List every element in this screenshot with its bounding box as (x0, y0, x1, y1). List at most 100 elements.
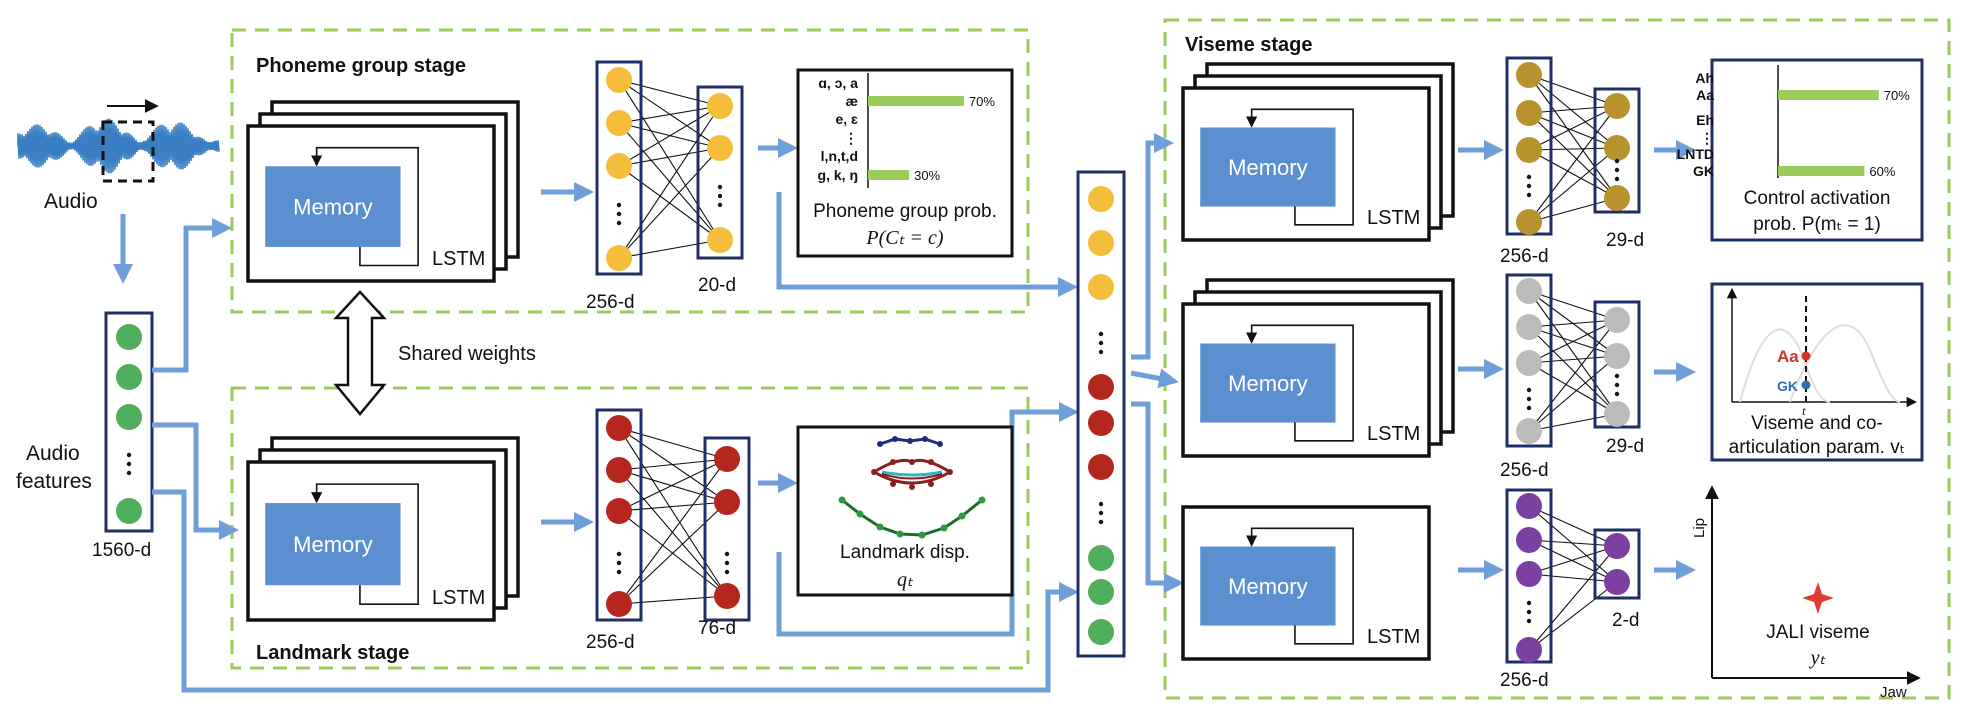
neuron (707, 227, 733, 253)
chart-bar-value: 60% (1869, 164, 1895, 179)
landmark-dim-256: 256-d (586, 632, 635, 653)
connection (1528, 505, 1618, 547)
chart-row-label: Eh (1696, 112, 1714, 128)
audio-features-label-2: features (16, 470, 92, 493)
chart-bar (868, 170, 910, 180)
ellipsis-dot (616, 202, 622, 208)
phoneme-chart-caption-1: Phoneme group prob. (813, 201, 997, 222)
time-tick-label: t (1802, 403, 1806, 418)
neuron (116, 404, 142, 430)
neuron (606, 153, 632, 179)
connection (618, 458, 728, 471)
neuron (1088, 410, 1114, 436)
dense-layer-landmark (595, 408, 751, 622)
connection (1528, 545, 1618, 651)
chart-row-label: e, ɛ (835, 111, 858, 127)
landmark-displacement-panel (796, 425, 1014, 597)
control-caption-1: Control activation (1744, 188, 1891, 209)
ellipsis-dot (1526, 405, 1532, 411)
neuron (1516, 493, 1542, 519)
neuron (1088, 230, 1114, 256)
connection (618, 458, 728, 605)
memory-cell (1200, 127, 1336, 207)
connection (618, 147, 721, 167)
chart-row-label: GK (1693, 163, 1714, 179)
neuron (1604, 185, 1630, 211)
memory-label: Memory (293, 195, 372, 220)
phoneme-stage-box (230, 28, 1030, 314)
chart-bar (868, 96, 964, 106)
phoneme-stage-title: Phoneme group stage (256, 55, 466, 77)
lstm-label: LSTM (432, 587, 485, 609)
neuron (1516, 278, 1542, 304)
connection (618, 458, 728, 512)
ellipsis-dot (616, 551, 622, 557)
connection (1528, 149, 1618, 199)
neuron (1088, 619, 1114, 645)
connection (1528, 105, 1618, 114)
ellipsis-dot (1614, 158, 1620, 164)
control-activation-chart (1710, 58, 1924, 242)
connection (618, 239, 721, 259)
coarticulation-plot (1726, 287, 1918, 408)
chart-bar-value: 30% (914, 168, 940, 183)
neuron (1604, 135, 1630, 161)
ellipsis-dot (1098, 510, 1104, 516)
recurrent-loop (1246, 108, 1354, 226)
recurrent-loop (1246, 527, 1354, 645)
coarticulation-caption-2: articulation param. vₜ (1729, 437, 1906, 458)
chart-bar-value: 70% (1884, 88, 1910, 103)
audio-feature-neurons (116, 324, 142, 524)
ellipsis-dot (126, 470, 132, 476)
jali-ylabel: Lip (1691, 518, 1708, 538)
ellipsis-dot (717, 202, 723, 208)
neuron (1088, 454, 1114, 480)
ellipsis-dot (724, 569, 730, 575)
chart-row-label: Ah (1695, 70, 1714, 86)
neuron (1516, 137, 1542, 163)
layer-column (595, 408, 643, 622)
lstm-label: LSTM (1367, 423, 1420, 445)
neuron (1088, 545, 1114, 571)
shared-weights-label: Shared weights (398, 343, 536, 365)
neuron (714, 583, 740, 609)
neuron (1516, 527, 1542, 553)
neuron (1604, 93, 1630, 119)
chart-row-label: æ (846, 93, 858, 109)
viseme3-dim-256: 256-d (1500, 670, 1549, 691)
connection (618, 427, 728, 597)
neuron (1088, 274, 1114, 300)
dense-layer-phoneme (595, 60, 744, 276)
connection (1528, 147, 1618, 223)
jali-xlabel: Jaw (1880, 684, 1907, 701)
memory-label: Memory (1228, 155, 1307, 180)
neuron (1088, 374, 1114, 400)
neuron (1604, 533, 1630, 559)
neuron (606, 110, 632, 136)
viseme-stage-title: Viseme stage (1185, 34, 1313, 56)
connection (1528, 539, 1618, 547)
viseme1-dim-29: 29-d (1606, 230, 1644, 251)
recurrent-loop (311, 146, 419, 267)
control-caption-2: prob. P(mₜ = 1) (1753, 214, 1881, 235)
chart-bar (1778, 90, 1879, 100)
connection (1528, 290, 1618, 415)
neuron (116, 498, 142, 524)
phoneme-chart-caption-2: P(Cₜ = c) (865, 227, 943, 249)
neuron (1604, 569, 1630, 595)
layer-column (696, 85, 744, 260)
chart-row-label: LNTD (1677, 146, 1714, 162)
connection (1528, 105, 1618, 151)
connection (618, 79, 721, 107)
connection (1528, 290, 1618, 321)
chart-row-label: Aa (1696, 87, 1714, 103)
neuron (707, 135, 733, 161)
ellipsis-dot (1098, 519, 1104, 525)
neuron (606, 245, 632, 271)
ellipsis-dot (717, 193, 723, 199)
